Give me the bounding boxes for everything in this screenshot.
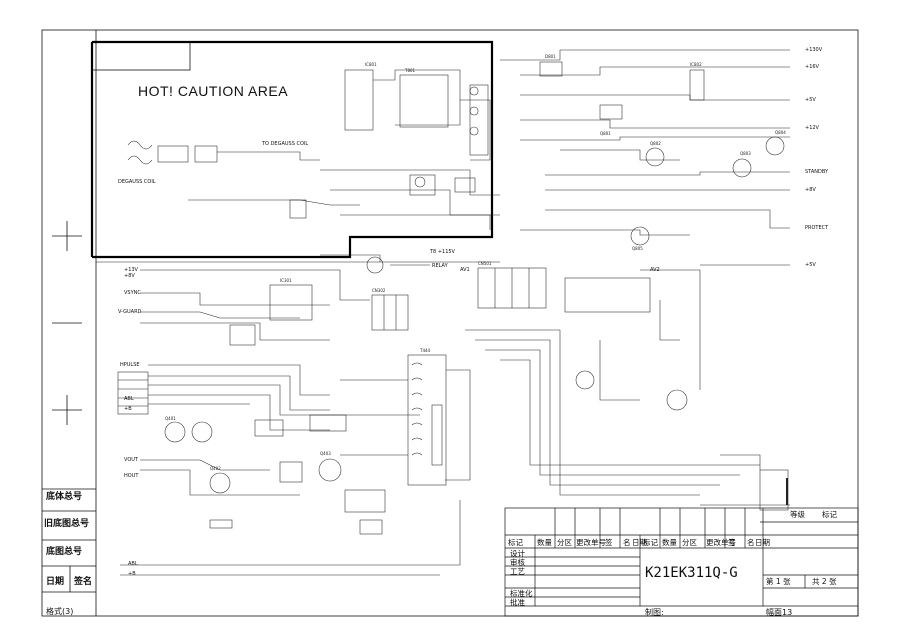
net-label: VSYNC (124, 290, 141, 296)
rev-header: 日期 (632, 538, 647, 547)
rev-header: 分区 (557, 538, 572, 547)
net-label: +8V (805, 187, 816, 193)
net-label: T8 +115V (430, 249, 455, 255)
rev-header: 数量 (537, 538, 552, 547)
role-process: 工艺 (510, 567, 525, 576)
rev-header: 签 (605, 538, 613, 547)
svg-text:IC802: IC802 (690, 62, 702, 67)
rev-header: 数量 (662, 538, 677, 547)
grade-label: 等级 (790, 510, 805, 519)
net-label: +5V (805, 262, 816, 268)
svg-text:IC301: IC301 (280, 278, 292, 283)
svg-text:Q802: Q802 (650, 141, 661, 146)
hot-caution-label: HOT! CAUTION AREA (138, 83, 289, 99)
rev-header: 名 (747, 538, 755, 547)
net-label: PROTECT (805, 225, 829, 231)
net-label: +8V (124, 273, 135, 279)
net-label: +130V (805, 47, 823, 53)
side-label-old-drawing-number: 旧底图总号 (44, 519, 90, 529)
model-number: K21EK311Q-G (645, 565, 738, 581)
net-label: VOUT (124, 457, 138, 463)
net-label: DEGAUSS COIL (118, 179, 156, 185)
sheet-total: 共 2 张 (812, 577, 837, 586)
rev-header: 签 (728, 538, 736, 547)
sheet-size-label: 幅面13 (766, 608, 793, 617)
svg-text:Q402: Q402 (210, 466, 221, 471)
rev-header: 更改单号 (576, 538, 606, 547)
net-label: +16V (805, 64, 819, 70)
svg-text:Q804: Q804 (775, 130, 786, 135)
side-label-date: 日期 (46, 577, 65, 587)
svg-text:D801: D801 (545, 54, 556, 59)
rev-header: 分区 (682, 538, 697, 547)
net-label: +5V (805, 97, 816, 103)
role-approval: 批准 (510, 598, 525, 607)
role-review: 审核 (510, 558, 525, 567)
rev-header: 日期 (755, 538, 770, 547)
drawing-label: 制图: (645, 608, 664, 617)
net-label: ABL (128, 561, 138, 567)
side-label-signature: 签名 (74, 577, 93, 587)
rev-header: 更改单号 (706, 538, 736, 547)
svg-text:CN302: CN302 (372, 288, 386, 293)
svg-text:Q803: Q803 (740, 151, 751, 156)
net-label: +B (128, 571, 136, 577)
side-label-base-number: 底体总号 (46, 492, 83, 502)
rev-header: 标记 (643, 538, 658, 547)
svg-text:IC801: IC801 (365, 62, 377, 67)
sheet-number: 第 1 张 (766, 577, 791, 586)
net-label: HOUT (124, 473, 139, 479)
net-label: STANDBY (805, 169, 829, 175)
net-label: AV1 (460, 267, 470, 273)
net-label: +B (124, 406, 132, 412)
net-label: +13V (124, 267, 138, 273)
svg-text:T801: T801 (404, 68, 416, 73)
side-label-drawing-number: 底图总号 (46, 547, 83, 557)
svg-text:Q401: Q401 (165, 416, 176, 421)
svg-text:Q805: Q805 (632, 246, 643, 251)
format-label: 格式(3) (46, 607, 74, 616)
svg-text:T444: T444 (419, 348, 431, 353)
mark-label: 标记 (822, 510, 837, 519)
svg-text:Q801: Q801 (600, 131, 611, 136)
net-label: TO DEGAUSS COIL (262, 141, 309, 147)
net-label: AV2 (650, 267, 660, 273)
svg-text:CN501: CN501 (478, 261, 492, 266)
svg-text:Q403: Q403 (320, 451, 331, 456)
rev-header: 名 (623, 538, 631, 547)
rev-header: 标记 (508, 538, 523, 547)
net-label: +12V (805, 125, 819, 131)
net-label: HPULSE (120, 362, 140, 368)
role-standardization: 标准化 (510, 589, 533, 598)
role-design: 设计 (510, 549, 525, 558)
net-label: RELAY (432, 263, 448, 269)
net-label: V-GUARD (118, 309, 142, 315)
net-label: ABL (124, 396, 134, 402)
